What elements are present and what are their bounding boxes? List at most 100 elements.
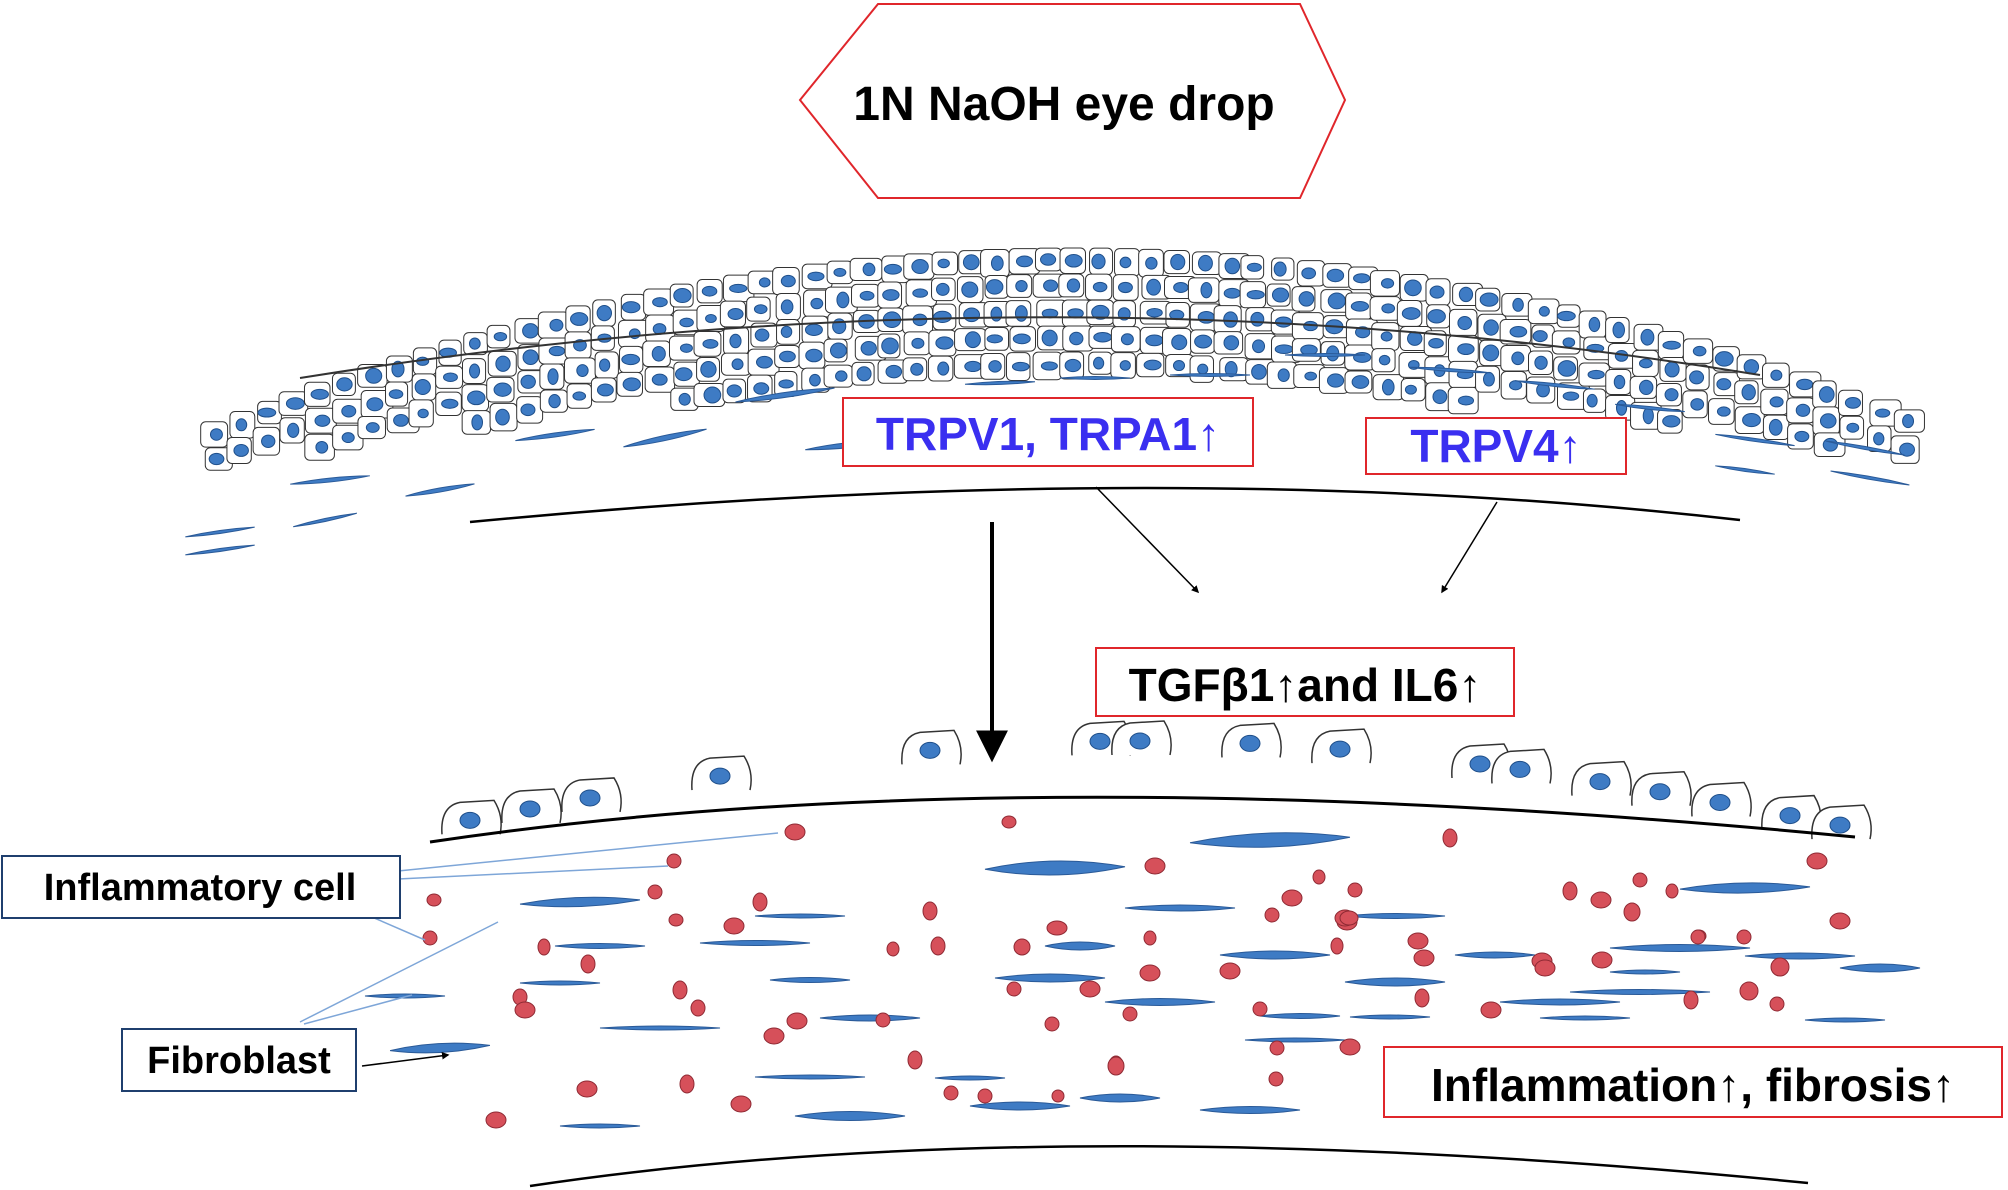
inflammatory-cell xyxy=(1079,980,1101,998)
epithelium-nucleus xyxy=(459,811,481,829)
epithelium-nucleus xyxy=(1120,333,1134,346)
inflammatory-cell xyxy=(1770,957,1790,977)
epithelium-nucleus xyxy=(414,379,431,395)
epithelium-nucleus xyxy=(753,304,768,315)
legend-inflammatory-label: Inflammatory cell xyxy=(44,867,357,909)
fibroblast-cell xyxy=(519,896,641,908)
fibroblast-cell xyxy=(1615,403,1685,413)
epithelium-nucleus xyxy=(1380,278,1395,289)
corneal-epithelium-injured xyxy=(441,720,1872,840)
inflammatory-cell xyxy=(1736,929,1752,945)
epithelium-nucleus xyxy=(1615,400,1628,416)
epithelium-nucleus xyxy=(1273,261,1287,277)
epithelium-nucleus xyxy=(1562,391,1580,401)
epithelium-nucleus xyxy=(1457,395,1475,406)
epithelium-nucleus xyxy=(576,364,589,377)
epithelium-nucleus xyxy=(1143,359,1162,371)
epithelium-nucleus xyxy=(1532,330,1548,343)
epithelium-nucleus xyxy=(882,289,900,301)
epithelium-nucleus xyxy=(755,355,773,369)
fibroblast-cell xyxy=(1609,969,1681,975)
epithelium-nucleus xyxy=(1089,732,1111,750)
legend-fibroblast-box xyxy=(121,1028,357,1092)
epithelium-nucleus xyxy=(1092,281,1108,293)
fibroblast-cell xyxy=(1349,1014,1431,1020)
fibroblast-cell xyxy=(969,1101,1071,1111)
fibroblast-cell xyxy=(754,1074,866,1080)
inflammatory-cell xyxy=(666,853,682,869)
fibroblast-cell xyxy=(1259,1013,1341,1019)
epithelium-nucleus xyxy=(990,255,1004,271)
epithelium-nucleus xyxy=(579,789,601,807)
fibroblast-cell xyxy=(1499,998,1621,1006)
epithelium-nucleus xyxy=(257,407,277,418)
fibroblast-cell xyxy=(1454,951,1536,959)
epithelium-nucleus xyxy=(1612,321,1625,339)
epithelium-nucleus xyxy=(1822,437,1838,452)
epithelium-nucleus xyxy=(1172,359,1186,372)
epithelium-nucleus xyxy=(1407,331,1423,346)
inflammatory-cell xyxy=(485,1111,507,1129)
fibroblast-cell xyxy=(794,1111,906,1121)
inflammatory-cell xyxy=(922,901,938,921)
epithelium-nucleus xyxy=(1458,286,1474,303)
inflammatory-cell xyxy=(930,936,946,956)
epithelium-nucleus xyxy=(703,386,722,404)
fibroblast-cell xyxy=(1839,963,1921,973)
epithelium-nucleus xyxy=(961,281,979,298)
epithelium-nucleus xyxy=(1040,253,1057,266)
epithelium-nucleus xyxy=(911,337,925,349)
epithelium-nucleus xyxy=(1197,254,1213,272)
outcome-label: Inflammation↑, fibrosis↑ xyxy=(1431,1059,1955,1111)
epithelium-nucleus xyxy=(1194,334,1213,349)
epithelium-nucleus xyxy=(1512,297,1524,312)
injured-epithelium-line xyxy=(429,795,1856,844)
fibroblast-cell xyxy=(623,428,707,448)
cytokine-label: TGFβ1↑and IL6↑ xyxy=(1129,659,1482,711)
epithelium-nucleus xyxy=(522,323,539,339)
inflammatory-cell xyxy=(576,1080,598,1098)
inflammatory-cell xyxy=(786,1012,808,1030)
fibroblast-cell xyxy=(819,1014,921,1022)
epithelium-nucleus xyxy=(673,288,692,304)
inflammatory-cell xyxy=(752,892,768,912)
epithelium-nucleus xyxy=(829,342,847,359)
epithelium-nucleus xyxy=(754,328,770,342)
epithelium-nucleus xyxy=(935,282,950,296)
epithelium-nucleus xyxy=(548,345,566,357)
epithelium-nucleus xyxy=(1298,291,1315,307)
inflammatory-cell xyxy=(1562,881,1578,901)
fibroblast-cell xyxy=(1344,977,1446,987)
cytokine-box xyxy=(1095,647,1515,717)
inflammatory-cell xyxy=(943,1085,959,1101)
epithelium-nucleus xyxy=(365,422,380,433)
epithelium-nucleus xyxy=(1015,255,1034,268)
epithelium-nucleus xyxy=(1381,378,1395,396)
epithelium-nucleus xyxy=(1649,783,1671,801)
fibroblast-cell xyxy=(964,380,1036,386)
inflammatory-cell xyxy=(1632,872,1648,888)
upper-stroma-bottom-line xyxy=(469,486,1741,524)
epithelium-nucleus xyxy=(1586,393,1598,408)
epithelium-nucleus xyxy=(1197,363,1209,375)
epithelium-nucleus xyxy=(1145,256,1158,270)
epithelium-nucleus xyxy=(1170,253,1186,271)
inflammatory-cell xyxy=(1330,937,1344,955)
channel-label-left: TRPV1, TRPA1↑ xyxy=(876,408,1220,460)
epithelium-nucleus xyxy=(1511,351,1525,366)
fibroblast-cell xyxy=(735,387,835,403)
channel-label-right: TRPV4↑ xyxy=(1410,420,1581,472)
fibroblast-cell xyxy=(1124,904,1236,912)
epithelium-nucleus xyxy=(366,397,384,412)
epithelium-nucleus xyxy=(336,377,353,392)
legend-inflammatory-box xyxy=(1,855,401,919)
epithelium-nucleus xyxy=(1770,369,1783,381)
inflammatory-cell xyxy=(537,938,551,956)
epithelium-nucleus xyxy=(520,374,536,389)
inflammatory-cell xyxy=(1590,891,1612,909)
epithelium-nucleus xyxy=(1819,413,1837,429)
epithelium-nucleus xyxy=(779,350,796,363)
epithelium-nucleus xyxy=(1692,345,1707,357)
epithelium-nucleus xyxy=(1613,374,1626,390)
